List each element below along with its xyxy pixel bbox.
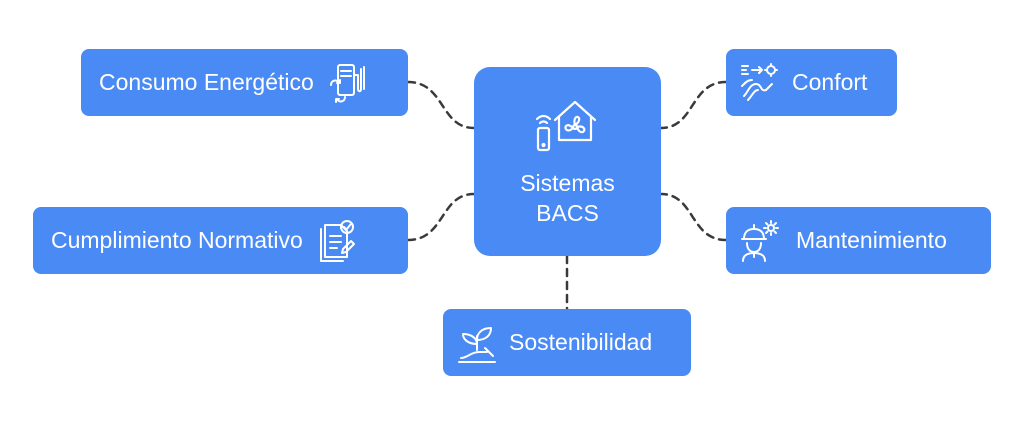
node-confort: Confort bbox=[726, 49, 897, 116]
comfort-air-icon bbox=[738, 62, 778, 104]
connector-mantenimiento bbox=[659, 192, 728, 242]
node-label: Mantenimiento bbox=[796, 227, 947, 253]
sprout-hand-icon bbox=[457, 322, 497, 364]
node-label: Sostenibilidad bbox=[509, 329, 653, 355]
node-label: Confort bbox=[792, 69, 868, 95]
node-mantenimiento: Mantenimiento bbox=[726, 207, 991, 274]
node-sostenibilidad: Sostenibilidad bbox=[443, 309, 691, 376]
compliance-checklist-icon bbox=[317, 219, 359, 263]
connector-consumo bbox=[406, 80, 476, 130]
node-cumplimiento-normativo: Cumplimiento Normativo bbox=[33, 207, 408, 274]
center-node-label: Sistemas BACS bbox=[520, 168, 615, 228]
energy-meter-icon bbox=[326, 61, 370, 105]
node-label: Consumo Energético bbox=[99, 69, 314, 95]
center-node-bacs: Sistemas BACS bbox=[474, 67, 661, 256]
center-label-line2: BACS bbox=[536, 199, 599, 226]
technician-gear-icon bbox=[740, 219, 780, 263]
center-label-line1: Sistemas bbox=[520, 169, 615, 196]
connector-confort bbox=[659, 80, 728, 130]
node-label: Cumplimiento Normativo bbox=[51, 227, 303, 253]
node-consumo-energetico: Consumo Energético bbox=[81, 49, 408, 116]
connector-cumplimiento bbox=[406, 192, 476, 242]
smart-home-icon bbox=[533, 96, 603, 154]
